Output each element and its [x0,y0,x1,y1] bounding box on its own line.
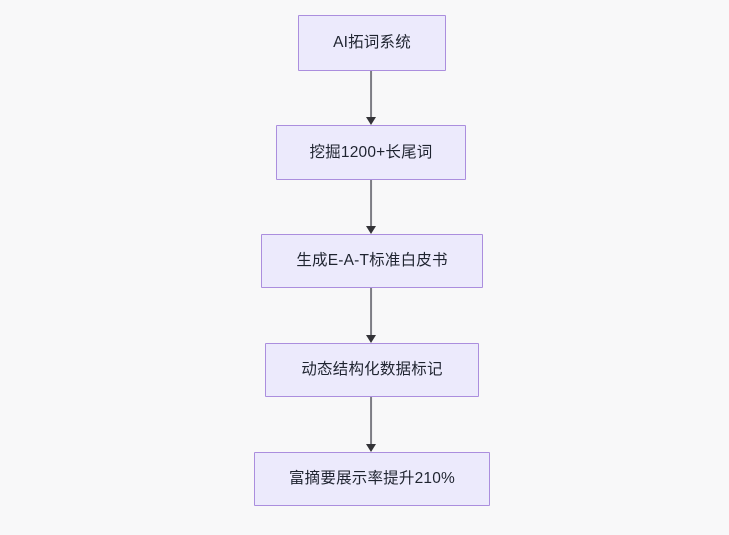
arrowhead-down-icon [366,334,376,343]
flow-node-n1[interactable]: AI拓词系统 [298,15,446,71]
flow-edge-n3-to-n4 [361,288,381,343]
flow-node-n3[interactable]: 生成E-A-T标准白皮书 [261,234,483,288]
edge-line-icon [370,397,372,444]
flow-node-n5[interactable]: 富摘要展示率提升210% [254,452,490,506]
arrowhead-down-icon [366,443,376,452]
flow-node-label: 富摘要展示率提升210% [288,470,456,488]
flow-node-n2[interactable]: 挖掘1200+长尾词 [276,125,466,180]
flow-edge-n1-to-n2 [361,71,381,125]
arrowhead-down-icon [366,225,376,234]
flow-node-label: 挖掘1200+长尾词 [309,143,433,161]
edge-line-icon [370,288,372,335]
edge-line-icon [370,71,372,117]
flow-edge-n2-to-n3 [361,180,381,234]
arrowhead-down-icon [366,116,376,125]
edge-line-icon [370,180,372,226]
flow-node-label: 生成E-A-T标准白皮书 [296,252,448,270]
flow-node-label: AI拓词系统 [333,34,411,52]
flow-edge-n4-to-n5 [361,397,381,452]
flow-node-n4[interactable]: 动态结构化数据标记 [265,343,479,397]
flow-node-label: 动态结构化数据标记 [301,361,443,379]
